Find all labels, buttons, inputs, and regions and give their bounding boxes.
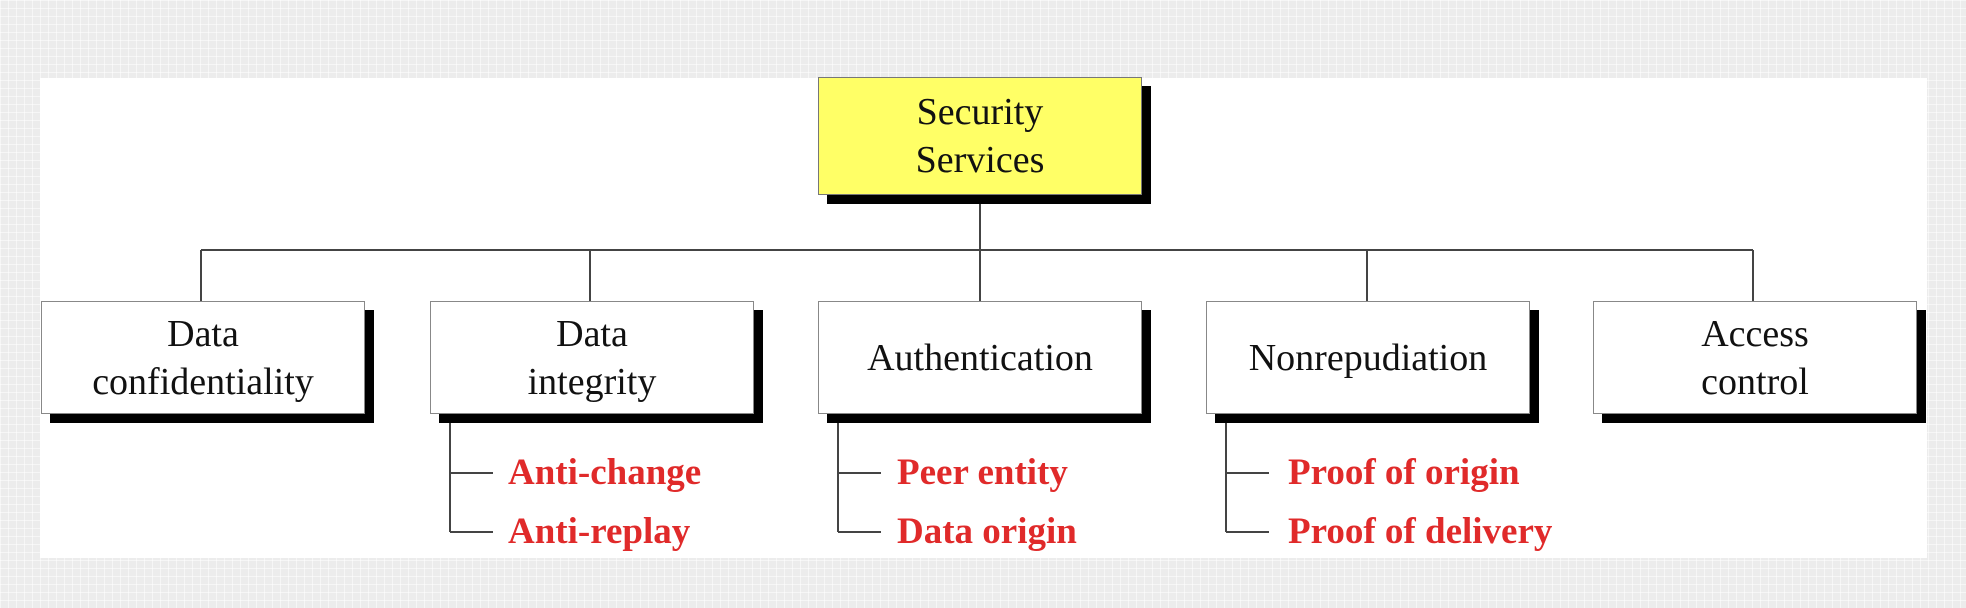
anti-change-label: Anti-change <box>508 452 702 493</box>
access-control-line1: Access <box>1701 312 1809 355</box>
security-services-line2: Services <box>915 139 1045 181</box>
access-control-box: Access control <box>1593 301 1917 414</box>
data-integrity-box: Data integrity <box>430 301 754 414</box>
access-control-line2: control <box>1701 360 1809 403</box>
nonrepudiation-box: Nonrepudiation <box>1206 301 1530 414</box>
data-confidentiality-line2: confidentiality <box>92 360 314 403</box>
data-origin-label: Data origin <box>897 511 1077 552</box>
data-confidentiality-line1: Data <box>167 312 239 355</box>
data-integrity-line1: Data <box>556 312 628 355</box>
anti-replay-label: Anti-replay <box>508 511 691 552</box>
nonrepudiation-label: Nonrepudiation <box>1248 336 1488 379</box>
proof-of-delivery-label: Proof of delivery <box>1288 511 1553 552</box>
peer-entity-label: Peer entity <box>897 452 1068 493</box>
data-integrity-line2: integrity <box>527 360 657 403</box>
security-services-box: Security Services <box>818 77 1142 195</box>
data-confidentiality-box: Data confidentiality <box>41 301 365 414</box>
proof-of-origin-label: Proof of origin <box>1288 452 1520 493</box>
authentication-label: Authentication <box>867 336 1093 379</box>
authentication-box: Authentication <box>818 301 1142 414</box>
security-services-line1: Security <box>916 91 1044 133</box>
